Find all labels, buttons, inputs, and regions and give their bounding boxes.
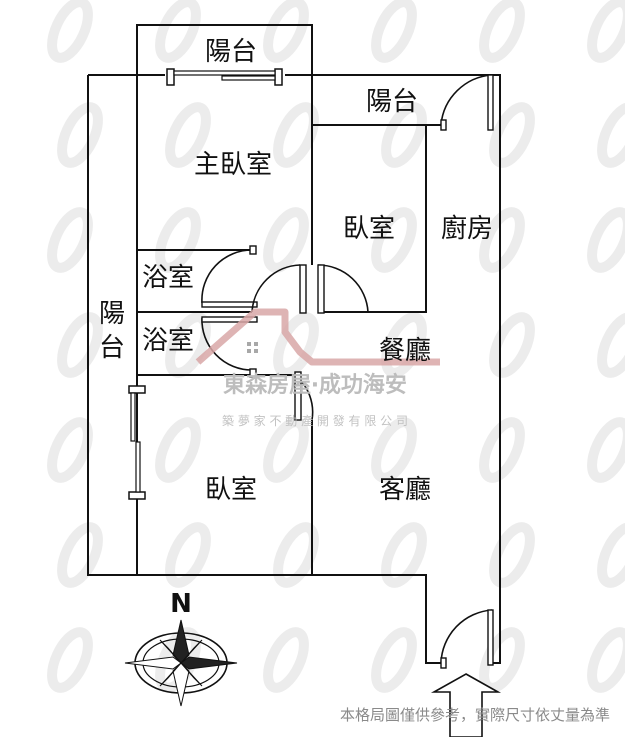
watermark-mark [47,0,93,63]
label-bedroom-upper: 臥室 [343,214,395,244]
watermark-mark [165,522,211,588]
watermark-mark [155,0,201,63]
label-living: 客廳 [379,475,431,505]
watermark-mark [47,627,93,693]
watermark-mark [273,522,319,588]
footer-disclaimer: 本格局圖僅供參考，實際尺寸依丈量為準 [340,706,610,724]
watermark-mark [371,627,417,693]
label-master-bedroom: 主臥室 [194,150,272,180]
watermark-mark [165,102,211,168]
label-bathroom-lower: 浴室 [142,326,194,356]
watermark-mark [489,102,535,168]
watermark-mark [587,417,625,483]
watermark-mark [263,417,309,483]
watermark-mark [597,102,625,168]
watermark-mark [273,102,319,168]
watermark-mark [371,207,417,273]
window-balcony-left [128,385,146,500]
brand-slogan: 築 夢 家 不 動 產 開 發 有 限 公 司 [222,413,408,428]
watermark-mark [597,312,625,378]
watermark-mark [479,0,525,63]
watermark-pattern [47,0,625,693]
watermark-mark [479,627,525,693]
watermark-mark [489,522,535,588]
label-bathroom-upper: 浴室 [142,263,194,293]
watermark-mark [57,312,103,378]
watermark-mark [587,0,625,63]
label-balcony-left-2: 台 [99,333,125,363]
label-kitchen: 廚房 [441,214,493,244]
brand-name: 東森房屋‧成功海安 [223,372,407,398]
watermark-mark [381,522,427,588]
watermark-mark [165,312,211,378]
watermark-mark [155,207,201,273]
watermark-mark [381,312,427,378]
watermark-mark [597,522,625,588]
watermark-mark [371,0,417,63]
walls [87,24,501,664]
watermark-mark [263,627,309,693]
watermark-mark [263,0,309,63]
watermark-mark [57,522,103,588]
watermark-mark [489,312,535,378]
window-balcony-top [166,68,283,86]
watermark-mark [479,417,525,483]
compass-icon: N [124,589,238,707]
watermark-mark [155,417,201,483]
entrance-arrow-icon [430,673,502,737]
watermark-mark [47,207,93,273]
watermark-mark [587,627,625,693]
compass-north-label: N [170,589,192,619]
label-balcony-top: 陽台 [205,37,257,67]
watermark-mark [57,102,103,168]
watermark-mark [479,207,525,273]
watermark-mark [381,102,427,168]
label-balcony-left-1: 陽 [99,299,125,329]
label-bedroom-lower: 臥室 [205,475,257,505]
watermark-mark [273,312,319,378]
watermark-mark [371,417,417,483]
watermark-mark [587,207,625,273]
watermark-mark [47,417,93,483]
label-balcony-right: 陽台 [366,87,418,117]
label-dining: 餐廳 [379,336,431,366]
doors [201,74,494,669]
watermark-mark [263,207,309,273]
brand-logo [195,308,440,366]
